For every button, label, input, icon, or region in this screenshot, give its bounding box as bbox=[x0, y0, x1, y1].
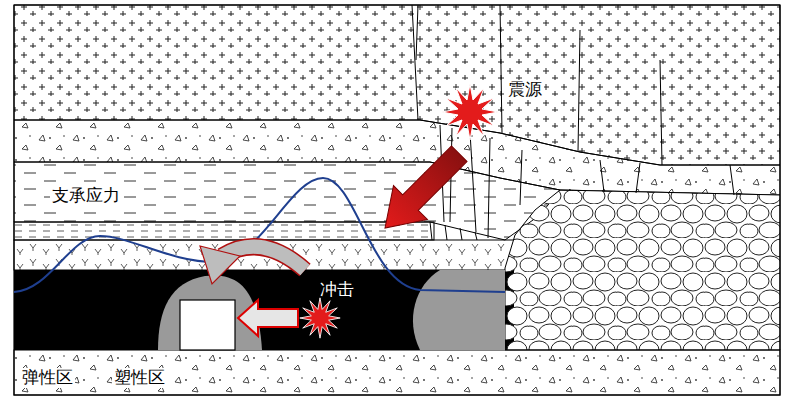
curved-arrow-head bbox=[200, 246, 240, 284]
seismic-source-star bbox=[442, 84, 498, 140]
thin-layer bbox=[14, 222, 434, 240]
goaf-rubble bbox=[505, 190, 780, 350]
impact-arrow bbox=[238, 300, 298, 336]
impact-star bbox=[300, 298, 340, 338]
label-text: 冲击 bbox=[318, 280, 356, 300]
roadway bbox=[180, 300, 235, 350]
fracture-lines bbox=[412, 5, 734, 240]
floor-layer bbox=[14, 350, 780, 395]
label-text: 支承应力 bbox=[50, 186, 122, 206]
label-text: 弹性区 bbox=[20, 368, 75, 388]
plastic-zone bbox=[413, 270, 505, 350]
label-text: 震源 bbox=[506, 80, 544, 100]
coal-seam bbox=[14, 270, 514, 350]
seismic-arrow bbox=[368, 137, 476, 245]
frame bbox=[14, 5, 780, 395]
label-text: 塑性区 bbox=[112, 368, 167, 388]
mudstone-layer bbox=[14, 162, 560, 240]
siltstone-layer bbox=[14, 240, 514, 270]
